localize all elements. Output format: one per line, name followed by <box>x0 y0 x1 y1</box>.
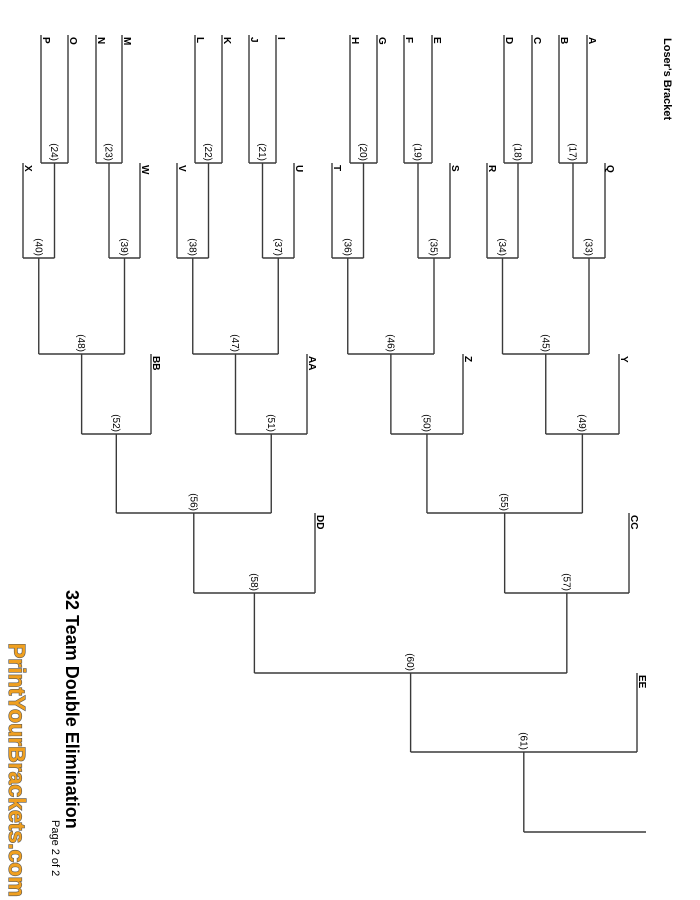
game-number-label: (51) <box>265 414 276 432</box>
game-number-label: (58) <box>248 573 259 591</box>
team-slot-label: G <box>376 37 387 45</box>
team-slot-label: Q <box>604 165 615 173</box>
team-slot-label: R <box>486 165 497 173</box>
game-number-label: (35) <box>428 238 439 256</box>
team-slot-label: U <box>293 165 304 172</box>
game-number-label: (45) <box>539 334 550 352</box>
team-slot-label: W <box>139 165 150 175</box>
game-number-label: (22) <box>202 143 213 161</box>
team-slot-label: E <box>431 37 442 44</box>
team-slot-label: CC <box>628 515 639 529</box>
team-slot-label: Z <box>462 356 473 362</box>
team-slot-label: D <box>503 37 514 44</box>
team-slot-label: F <box>403 37 414 43</box>
game-number-label: (55) <box>498 493 509 511</box>
team-slot-label: A <box>586 37 597 44</box>
team-slot-label: AA <box>306 356 317 370</box>
team-slot-label: C <box>531 37 542 44</box>
game-number-label: (57) <box>560 573 571 591</box>
game-number-label: (19) <box>412 143 423 161</box>
game-number-label: (20) <box>357 143 368 161</box>
game-number-label: (52) <box>110 414 121 432</box>
team-slot-label: X <box>22 165 33 172</box>
team-slot-label: Y <box>618 356 629 363</box>
game-number-label: (37) <box>272 238 283 256</box>
game-number-label: (33) <box>583 238 594 256</box>
team-slot-label: BB <box>150 356 161 370</box>
page-number: Page 2 of 2 <box>49 820 61 876</box>
team-slot-label: J <box>248 37 259 43</box>
bracket-lines <box>22 35 646 833</box>
game-number-label: (40) <box>32 238 43 256</box>
team-slot-label: M <box>121 37 132 45</box>
game-number-label: (21) <box>256 143 267 161</box>
game-number-label: (39) <box>118 238 129 256</box>
game-number-label: (17) <box>567 143 578 161</box>
game-number-label: (48) <box>75 334 86 352</box>
bracket-labels: A B (17) C D (18) E F (19) G H (20) I J (21) K L (22) M N (2… <box>22 37 647 750</box>
team-slot-label: V <box>176 165 187 172</box>
team-slot-label: EE <box>636 675 647 689</box>
game-number-label: (50) <box>420 414 431 432</box>
team-slot-label: K <box>221 37 232 45</box>
game-number-label: (60) <box>404 653 415 671</box>
team-slot-label: B <box>558 37 569 44</box>
game-number-label: (24) <box>48 143 59 161</box>
game-number-label: (49) <box>576 414 587 432</box>
team-slot-label: DD <box>314 515 325 529</box>
game-number-label: (46) <box>384 334 395 352</box>
team-slot-label: H <box>349 37 360 44</box>
team-slot-label: T <box>331 165 342 171</box>
brand-logo: PrintYourBrackets.com <box>4 643 30 897</box>
team-slot-label: P <box>40 37 51 44</box>
team-slot-label: L <box>194 37 205 43</box>
game-number-label: (47) <box>229 334 240 352</box>
game-number-label: (61) <box>517 732 528 750</box>
game-number-label: (34) <box>496 238 507 256</box>
game-number-label: (18) <box>512 143 523 161</box>
losers-bracket-heading: Loser's Bracket <box>661 38 673 120</box>
team-slot-label: S <box>449 165 460 172</box>
page-title: 32 Team Double Elimination <box>62 590 82 829</box>
team-slot-label: O <box>67 37 78 45</box>
team-slot-label: N <box>95 37 106 44</box>
game-number-label: (38) <box>186 238 197 256</box>
game-number-label: (56) <box>187 493 198 511</box>
game-number-label: (23) <box>103 143 114 161</box>
team-slot-label: I <box>275 37 286 40</box>
game-number-label: (36) <box>341 238 352 256</box>
